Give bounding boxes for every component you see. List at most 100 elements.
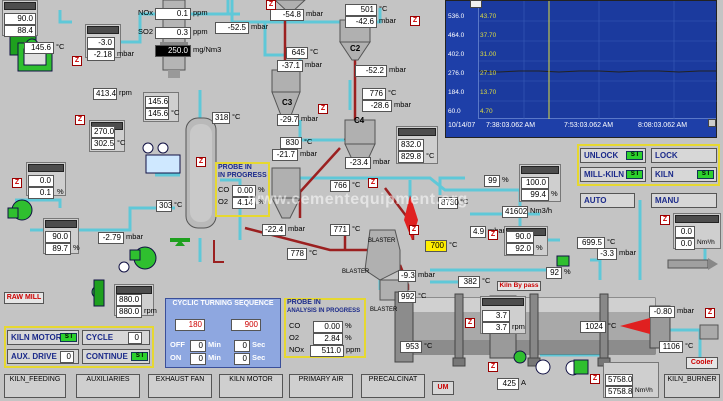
z-button[interactable]: Z [72,56,82,66]
pct-99-value: 99 [484,175,500,187]
probe-co-label: CO [218,185,230,194]
um-button[interactable]: UM [432,381,454,395]
kiln-bypass-button[interactable]: Kiln By pass [497,281,541,291]
analysis-co-label: CO [289,321,301,330]
z-button[interactable]: Z [488,230,498,240]
box3-value-1: 880.0 [116,294,142,306]
trend-time-2: 7:53:03.062 AM [564,122,614,129]
manu-button[interactable]: MANU [651,193,717,208]
c4-temp-value: 830 [280,137,302,149]
c3-pressure2-value: -28.6 [362,100,392,112]
temp-771-value: 771 [330,224,350,236]
trend-y-label: 464.0 [448,32,465,39]
trend-y2-label: 31.00 [480,51,497,58]
blaster-label-3: BLASTER [370,307,398,313]
auto-button[interactable]: AUTO [580,193,635,208]
box-a-value-2: 99.4 [521,189,549,201]
temp-6995-unit: °C [607,237,616,246]
z-button[interactable]: Z [488,362,498,372]
z-button[interactable]: Z [12,178,22,188]
c4-box-unit-2: °C [426,151,435,160]
temp-953-value: 953 [400,341,422,353]
z-button[interactable]: Z [590,374,600,384]
pressure-279-value: -2.79 [98,232,124,244]
c3-temp-value: 776 [362,88,386,100]
top-pressure-value: -54.8 [270,9,304,21]
nox-unit: ppm [193,8,208,17]
c4-box-value-2: 829.8 [398,151,424,163]
small-equipment [142,142,224,263]
pressure-93-value: -9.3 [398,270,416,282]
z-button[interactable]: Z [196,157,206,167]
c2-out-pressure-value: -52.2 [355,65,387,77]
lock-button[interactable]: LOCK [651,148,717,163]
tab-primary-air[interactable]: PRIMARY AIR [289,374,353,398]
pressure-33-unit: mbar [619,248,637,257]
pct-92-value: 92 [546,267,562,279]
kiln-led: S I [697,170,714,179]
cooler-button[interactable]: Cooler [686,357,718,369]
pct-92-unit: % [564,267,571,276]
z-button[interactable]: Z [368,178,378,188]
tab-kiln-motor[interactable]: KILN MOTOR [219,374,283,398]
tab-kiln-burner[interactable]: KILN_BURNER [664,374,720,398]
pressure-525-unit: mbar [251,22,269,31]
z-button[interactable]: Z [410,16,420,26]
z-button[interactable]: Z [75,115,85,125]
group-header [675,215,719,223]
z-button[interactable]: Z [705,308,715,318]
riser [364,229,409,301]
z-button[interactable]: Z [660,215,670,225]
kiln-label: KILN [655,170,674,179]
tab-auxiliaries[interactable]: AUXILIARIES [76,374,140,398]
probe-co-unit: % [258,185,265,194]
conditioning-tower [185,117,217,229]
output-value-2: 0.0 [675,238,695,250]
pressure-080-unit: mbar [677,306,695,315]
analysis-nox-value: 511.0 [310,345,344,357]
analysis-nox-unit: ppm [346,345,361,354]
temp-953-unit: °C [424,341,433,350]
c1-temp-unit: °C [379,4,388,13]
rotary-kiln [394,291,671,363]
trend-time-3: 8:08:03.062 AM [638,122,688,129]
z-button[interactable]: Z [409,225,419,235]
z-button[interactable]: Z [266,0,276,10]
c3-pressure-unit: mbar [301,114,319,123]
pressure-224-value: -22.4 [262,224,286,236]
manu-label: MANU [655,196,679,205]
cyclone-c1 [274,0,306,15]
cyclic-off-sec-value: 0 [234,340,250,352]
z-button[interactable]: Z [318,104,328,114]
probe-co-value: 0.00 [232,185,256,197]
trend-y-label: 536.0 [448,13,465,20]
pressure-33-value: -3.3 [597,248,617,260]
pressure-080-value: -0.80 [649,306,675,318]
kiln-speed-value-1: 3.7 [482,310,510,322]
tab-kiln-feeding[interactable]: KILN_FEEDING [4,374,66,398]
kiln-motor-led: S I [60,333,77,342]
cyclic-title: CYCLIC TURNING SEQUENCE [172,300,274,307]
raw-mill-button[interactable]: RAW MILL [4,292,44,304]
cyclic-value-900[interactable]: 900 [231,319,261,331]
analysis-group [284,298,366,358]
tab-exhaust-fan[interactable]: EXHAUST FAN [148,374,212,398]
flow-value: 41602 [502,206,528,218]
fan3-value-2: 89.7 [45,243,71,255]
cyclic-value-180[interactable]: 180 [175,319,205,331]
temp-766-unit: °C [352,180,361,189]
cyclic-off-label: OFF [170,340,185,349]
trend-tab[interactable] [470,0,482,8]
c2-temp-value: 645 [286,47,308,59]
temp-303-value: 303 [156,200,172,212]
rpm-value: 413.4 [93,88,117,100]
tab-precalcinat[interactable]: PRECALCINAT [361,374,425,398]
cyclic-on-sec-value: 0 [234,353,250,365]
cyclone-c3-label: C3 [282,98,293,107]
trend-y-axis: 536.0 464.0 402.0 276.0 184.0 60.0 [448,7,476,117]
analysis-o2-label: O2 [289,333,300,342]
group-header [4,2,36,10]
unlock-led: S I [626,151,643,160]
z-button[interactable]: Z [465,318,475,328]
trend-scroll-button[interactable] [708,119,716,127]
